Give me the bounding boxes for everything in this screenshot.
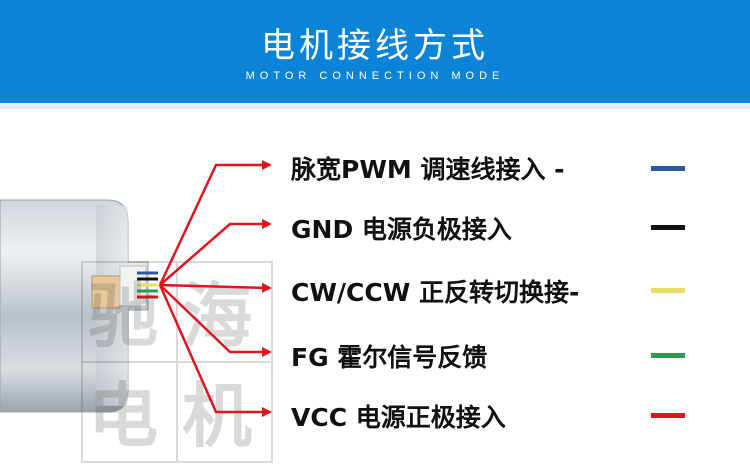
page-title: 电机接线方式	[261, 26, 489, 66]
wire-label-pwm: 脉宽PWM 调速线接入 -	[291, 155, 565, 184]
wire-label-cw: CW/CCW 正反转切换接-	[291, 278, 580, 307]
wire-swatch-red	[651, 413, 685, 418]
header-divider	[0, 103, 750, 109]
connector-block	[91, 275, 121, 309]
watermark-seal	[81, 261, 273, 463]
arrow-cw	[159, 282, 272, 293]
arrow-gnd	[159, 219, 272, 286]
watermark-char-4: 机	[182, 375, 252, 457]
wire-label-gnd: GND 电源负极接入	[291, 215, 512, 244]
arrow-vcc	[158, 284, 272, 417]
wire-swatch-green	[651, 353, 685, 358]
arrow-pwm	[158, 160, 272, 286]
watermark-text: 驰 海 电 机	[88, 275, 252, 457]
wire-swatch-blue	[651, 166, 685, 171]
wire-label-fg: FG 霍尔信号反馈	[291, 343, 488, 372]
page-subtitle: MOTOR CONNECTION MODE	[245, 70, 505, 82]
watermark-char-1: 驰	[88, 275, 158, 357]
wire-swatch-black	[651, 225, 685, 230]
header-banner: 电机接线方式 MOTOR CONNECTION MODE	[0, 0, 750, 103]
wire-swatch-yellow	[651, 288, 685, 293]
watermark-char-3: 电	[88, 375, 158, 457]
arrow-fg	[159, 284, 272, 357]
wire-label-vcc: VCC 电源正极接入	[291, 403, 506, 432]
